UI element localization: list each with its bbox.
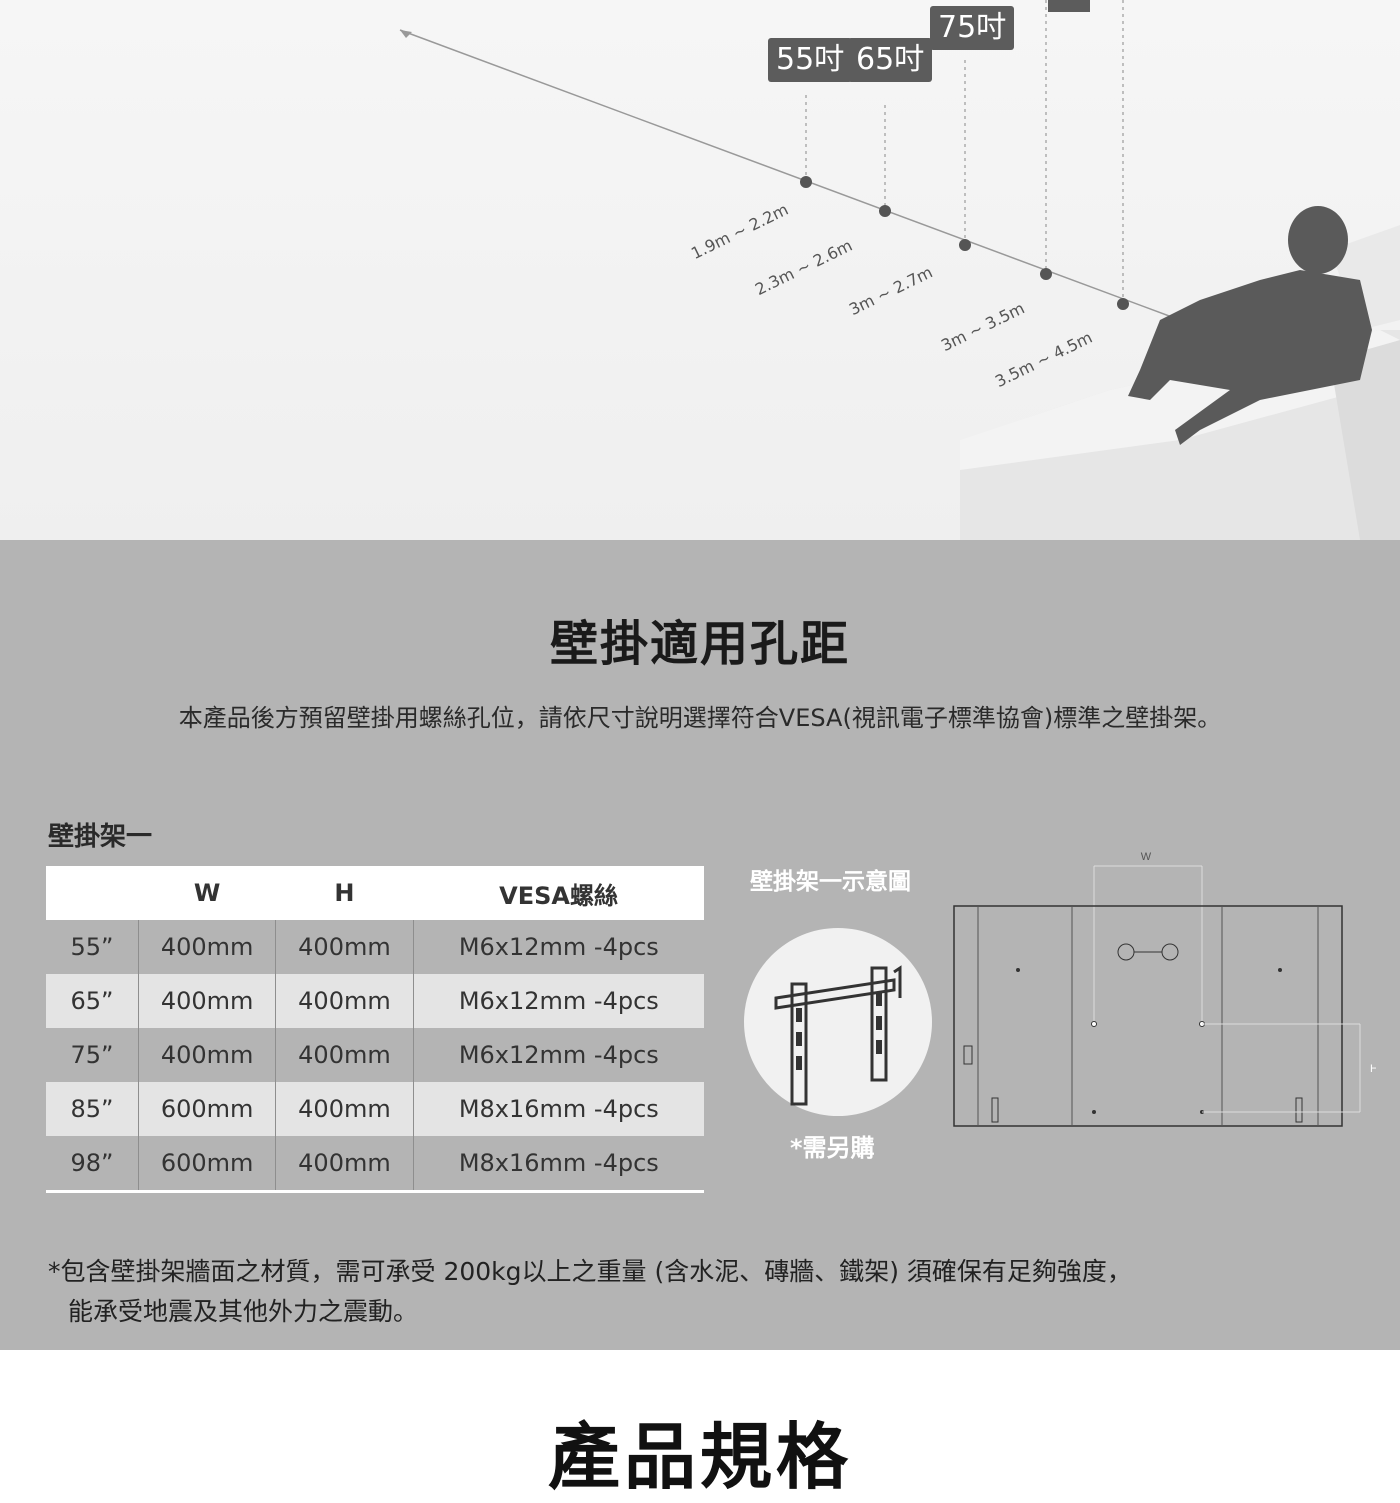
bracket-heading: 壁掛架一 (48, 822, 153, 852)
table-row: 75” 400mm 400mm M6x12mm -4pcs (46, 1028, 704, 1082)
diagram-label-h: H (1370, 1063, 1376, 1075)
viewing-distance-illustration: 55吋 65吋 75吋 1.9m ~ 2.2m 2.3m ~ 2.6m 3m ~… (0, 0, 1400, 540)
table-cell-screw: M6x12mm -4pcs (412, 974, 704, 1028)
table-cell-screw: M8x16mm -4pcs (412, 1136, 704, 1193)
table-header (46, 866, 139, 920)
table-header-w: W (138, 866, 276, 920)
table-cell-h: 400mm (275, 1082, 414, 1136)
size-tag-65: 65吋 (848, 38, 933, 82)
room-scene (399, 0, 1400, 540)
note-line-2: 能承受地震及其他外力之震動。 (68, 1297, 419, 1326)
table-row: 55” 400mm 400mm M6x12mm -4pcs (46, 920, 704, 974)
wall-bracket-icon (744, 928, 932, 1116)
diagram-label-w: W (1141, 851, 1152, 863)
table-row: 85” 600mm 400mm M8x16mm -4pcs (46, 1082, 704, 1136)
table-cell-w: 400mm (137, 920, 276, 974)
table-cell-h: 400mm (275, 1136, 414, 1193)
table-cell-w: 600mm (137, 1136, 276, 1193)
table-row: 65” 400mm 400mm M6x12mm -4pcs (46, 974, 704, 1028)
table-cell-screw: M8x16mm -4pcs (412, 1082, 704, 1136)
note-line-1: *包含壁掛架牆面之材質，需可承受 200kg以上之重量 (含水泥、磚牆、鐵架) … (48, 1257, 1132, 1286)
table-row: 98” 600mm 400mm M8x16mm -4pcs (46, 1136, 704, 1193)
installation-note: *包含壁掛架牆面之材質，需可承受 200kg以上之重量 (含水泥、磚牆、鐵架) … (48, 1252, 1132, 1332)
vesa-title: 壁掛適用孔距 (549, 616, 850, 672)
size-tag-55: 55吋 (768, 38, 853, 82)
distance-marker (800, 176, 812, 188)
size-tag-partial (1048, 0, 1090, 12)
table-cell-size: 85” (46, 1082, 139, 1136)
table-cell-h: 400mm (275, 920, 414, 974)
vesa-section: 壁掛適用孔距 本產品後方預留壁掛用螺絲孔位，請依尺寸說明選擇符合VESA(視訊電… (0, 540, 1400, 1350)
table-cell-w: 400mm (137, 1028, 276, 1082)
table-cell-screw: M6x12mm -4pcs (412, 1028, 704, 1082)
table-cell-h: 400mm (275, 1028, 414, 1082)
table-cell-size: 55” (46, 920, 139, 974)
purchase-note: *需另購 (790, 1134, 875, 1162)
person-silhouette-icon (1128, 206, 1372, 445)
distance-marker (1117, 298, 1129, 310)
table-header-row: W H VESA螺絲 (46, 866, 704, 920)
diagram-caption: 壁掛架一示意圖 (750, 869, 911, 895)
table-header-h: H (275, 866, 414, 920)
table-cell-size: 98” (46, 1136, 139, 1193)
vesa-spec-table: W H VESA螺絲 55” 400mm 400mm M6x12mm -4pcs… (46, 866, 704, 1193)
table-cell-size: 65” (46, 974, 139, 1028)
table-cell-h: 400mm (275, 974, 414, 1028)
table-header-vesa: VESA螺絲 (413, 866, 704, 920)
vesa-description: 本產品後方預留壁掛用螺絲孔位，請依尺寸說明選擇符合VESA(視訊電子標準協會)標… (178, 704, 1222, 732)
table-cell-w: 400mm (137, 974, 276, 1028)
tv-back-diagram: W H (953, 851, 1376, 1127)
table-cell-screw: M6x12mm -4pcs (412, 920, 704, 974)
table-cell-w: 600mm (137, 1082, 276, 1136)
distance-marker (959, 239, 971, 251)
spec-title: 產品規格 (547, 1415, 852, 1499)
table-cell-size: 75” (46, 1028, 139, 1082)
distance-marker (879, 205, 891, 217)
distance-marker (1040, 268, 1052, 280)
size-tag-75: 75吋 (930, 6, 1015, 50)
